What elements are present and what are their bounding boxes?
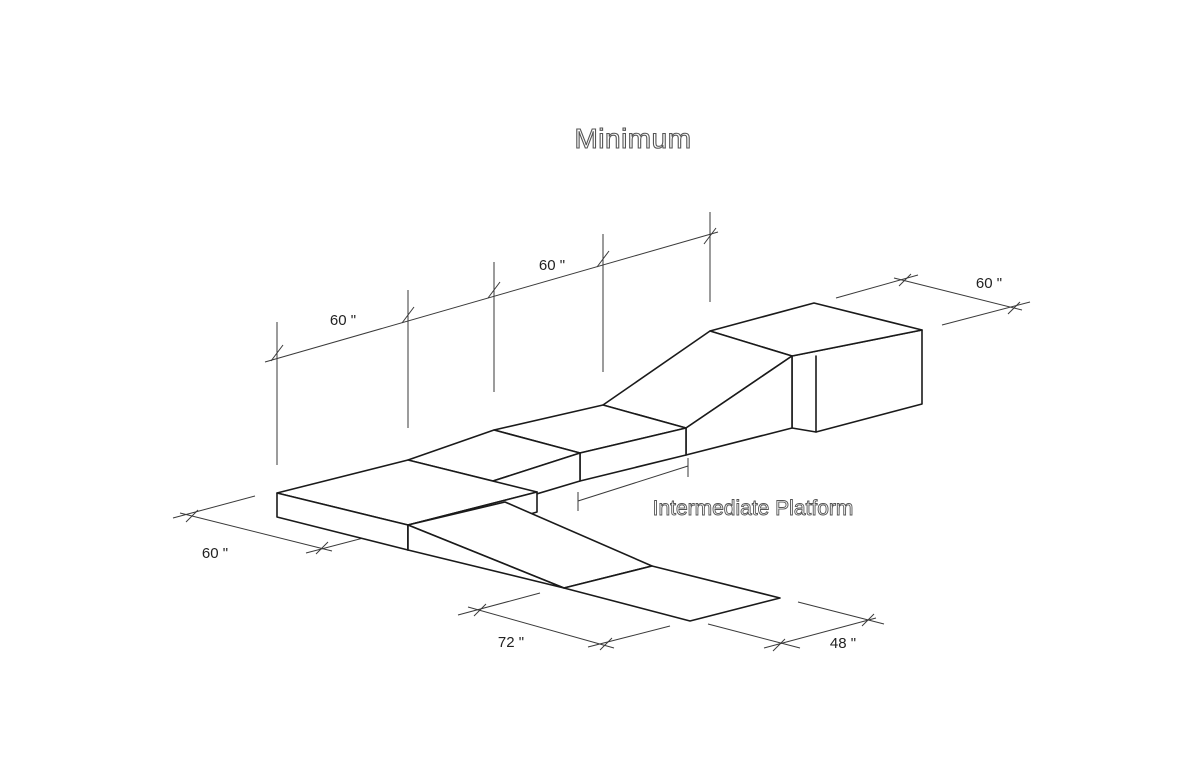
tick xyxy=(473,603,487,617)
tick xyxy=(270,344,284,362)
top-right-dimension-line xyxy=(893,277,1023,311)
ext-top-right-1 xyxy=(835,274,919,299)
ground-landing-pad xyxy=(563,565,781,622)
top-dimension-line xyxy=(264,231,719,363)
bottom-ramp-dimension-line xyxy=(467,606,615,649)
ext-bottom-right-2 xyxy=(797,601,885,625)
tick xyxy=(599,637,613,651)
ext-bottom-2 xyxy=(587,625,671,648)
tick xyxy=(315,541,329,555)
dimension-label-left: 60 " xyxy=(202,545,228,562)
tick xyxy=(861,613,875,627)
dimension-label-bottom-ramp: 72 " xyxy=(498,634,524,651)
bottom-right-dimension-line xyxy=(763,617,877,649)
tick xyxy=(596,250,610,268)
tick xyxy=(1007,301,1021,315)
tick xyxy=(401,306,415,324)
left-dimension-line xyxy=(179,512,333,552)
tick xyxy=(487,281,501,299)
tick xyxy=(185,509,199,523)
dimension-label-top-right: 60 " xyxy=(976,275,1002,292)
tick xyxy=(898,273,912,287)
tick xyxy=(703,227,717,245)
ext-bottom-right-1 xyxy=(707,623,801,649)
tick xyxy=(772,638,786,652)
dimension-lines xyxy=(172,212,1031,652)
dimension-label-top-middle: 60 " xyxy=(539,257,565,274)
dimension-label-bottom-right: 48 " xyxy=(830,635,856,652)
diagram-title: Minimum xyxy=(574,123,691,154)
dimension-label-top-left: 60 " xyxy=(330,312,356,329)
intermediate-platform-label: Intermediate Platform xyxy=(653,497,854,520)
ext-bottom-1 xyxy=(457,592,541,616)
lower-ramp xyxy=(407,501,781,622)
lower-ramp-side xyxy=(407,524,565,589)
callout-bracket-line xyxy=(577,465,689,502)
ext-top-right-2 xyxy=(941,301,1031,326)
